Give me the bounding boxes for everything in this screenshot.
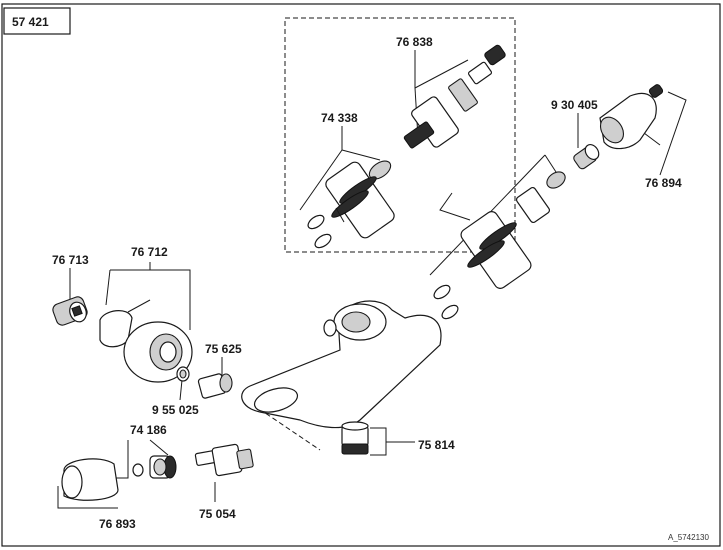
drawing-number-box: 57 421 [3,7,71,35]
label-74338: 74 338 [321,111,358,125]
handle-76894 [599,84,664,150]
nut-75625 [197,373,233,399]
label-75625: 75 625 [205,342,242,356]
spindle-75054 [194,443,254,477]
leader-lines [57,50,687,509]
fitting-75814 [341,421,369,455]
reference-code: A_5742130 [668,533,709,542]
cartridge-76838 [403,44,506,149]
kit-dashed-box [284,17,516,253]
ring-76712 [99,299,193,383]
oring-955025 [176,366,190,382]
mixer-body [241,300,442,429]
label-76712: 76 712 [131,245,168,259]
cartridge-lower [433,171,566,320]
label-76713: 76 713 [52,253,89,267]
plug-76713 [52,296,88,326]
cover-76893 [61,458,119,501]
label-76894: 76 894 [645,176,682,190]
label-76838: 76 838 [396,35,433,49]
label-75814: 75 814 [418,438,455,452]
label-76893: 76 893 [99,517,136,531]
label-930405: 9 30 405 [551,98,598,112]
diagram-border [1,3,721,547]
cartridge-74338 [307,160,395,249]
label-75054: 75 054 [199,507,236,521]
cap-930405 [573,143,600,170]
label-955025: 9 55 025 [152,403,199,417]
knob-74186 [132,455,177,479]
label-74186: 74 186 [130,423,167,437]
drawing-number: 57 421 [12,15,49,29]
